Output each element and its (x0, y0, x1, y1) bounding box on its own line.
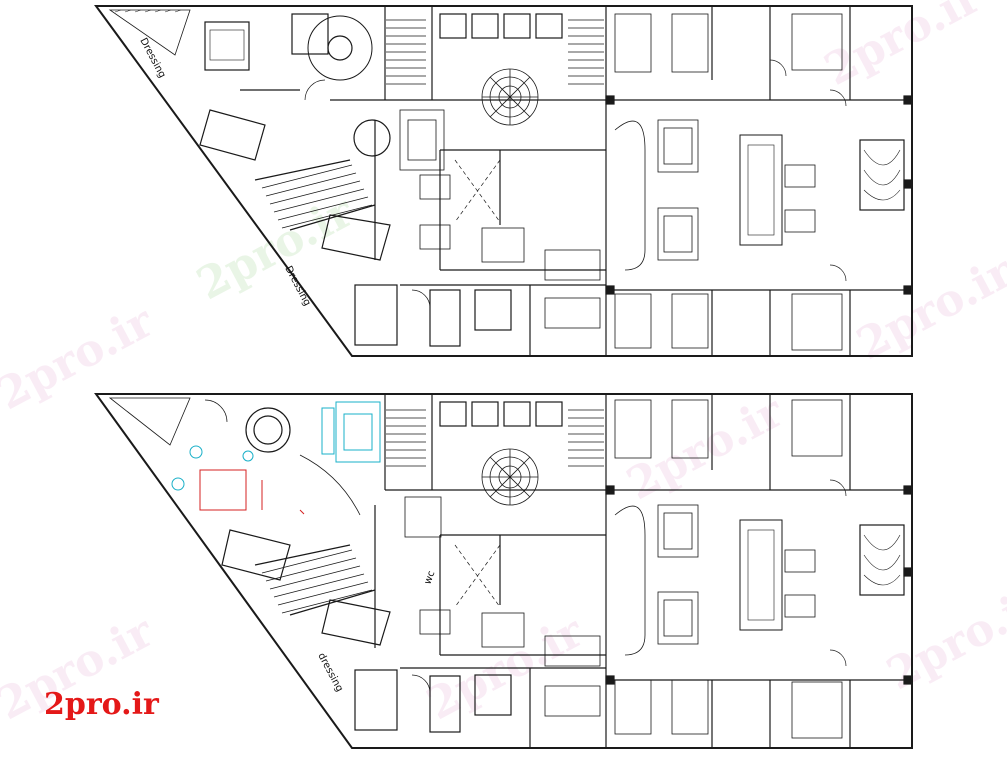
room-label-dressing: Dressing (282, 264, 312, 308)
site-logo: 2pro.ir (44, 687, 160, 722)
watermark-layer: 2pro.ir 2pro.ir 2pro.ir 2pro.ir 2pro.ir … (0, 0, 1007, 730)
sofa-set-icon (544, 399, 843, 739)
chandelier-rosette-icon (481, 68, 539, 126)
chandelier-rosette-icon (481, 448, 539, 506)
bathroom-fixtures-icon (404, 496, 816, 635)
plan-outline (94, 5, 913, 357)
watermark-text: 2pro.ir (816, 0, 989, 96)
lounge-seating-icon (171, 401, 381, 491)
stair-flight-icon (261, 19, 604, 229)
dining-table-icon (481, 119, 699, 263)
watermark-text: 2pro.ir (849, 246, 1007, 370)
lower-floor-plan (94, 393, 913, 749)
dining-table-icon (481, 504, 699, 648)
watermark-text: 2pro.ir (619, 386, 792, 510)
room-label-dressing: dressing (315, 651, 345, 693)
sofa-set-icon (544, 13, 843, 351)
bathroom-fixtures-icon (399, 109, 816, 250)
watermark-text: 2pro.ir (0, 296, 162, 420)
double-bed-icon (221, 524, 905, 716)
room-label-dressing: Dressing (137, 36, 167, 80)
watermark-text: 2pro.ir (189, 186, 362, 310)
stair-flight-icon (261, 409, 604, 614)
red-furniture-accent (199, 469, 305, 515)
plan-outline (94, 393, 913, 749)
room-label-wc: wc (422, 569, 437, 586)
double-bed-icon (199, 13, 905, 331)
upper-floor-plan (94, 5, 913, 357)
